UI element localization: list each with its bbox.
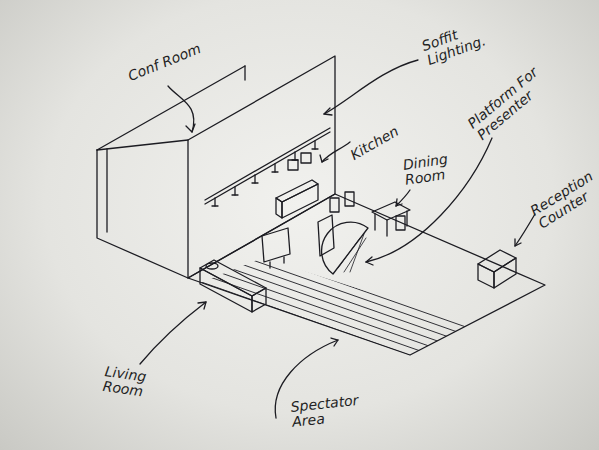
conf-room-box	[97, 66, 245, 278]
floor-outline	[188, 194, 545, 355]
annotation-label: Soffit Lighting.	[420, 16, 496, 69]
soffit-lights	[205, 128, 330, 206]
presenter-platform	[322, 222, 368, 274]
dining-table	[330, 192, 410, 236]
annotation-label: Reception Counter	[528, 169, 599, 232]
annotation-label: Platform For Presenter	[465, 49, 569, 143]
annotation-label: Dining Room	[402, 151, 456, 188]
sofa	[200, 260, 266, 312]
front-wall	[188, 56, 335, 278]
kitchen-counter	[276, 153, 318, 218]
reception-counter	[478, 250, 516, 288]
annotation-label: Spectator Area	[290, 393, 363, 431]
tv-stand	[262, 228, 290, 268]
annotation-label: Living Room	[102, 364, 161, 402]
annotation-label: Kitchen	[348, 115, 416, 163]
annotation-label: Conf Room	[126, 36, 215, 84]
